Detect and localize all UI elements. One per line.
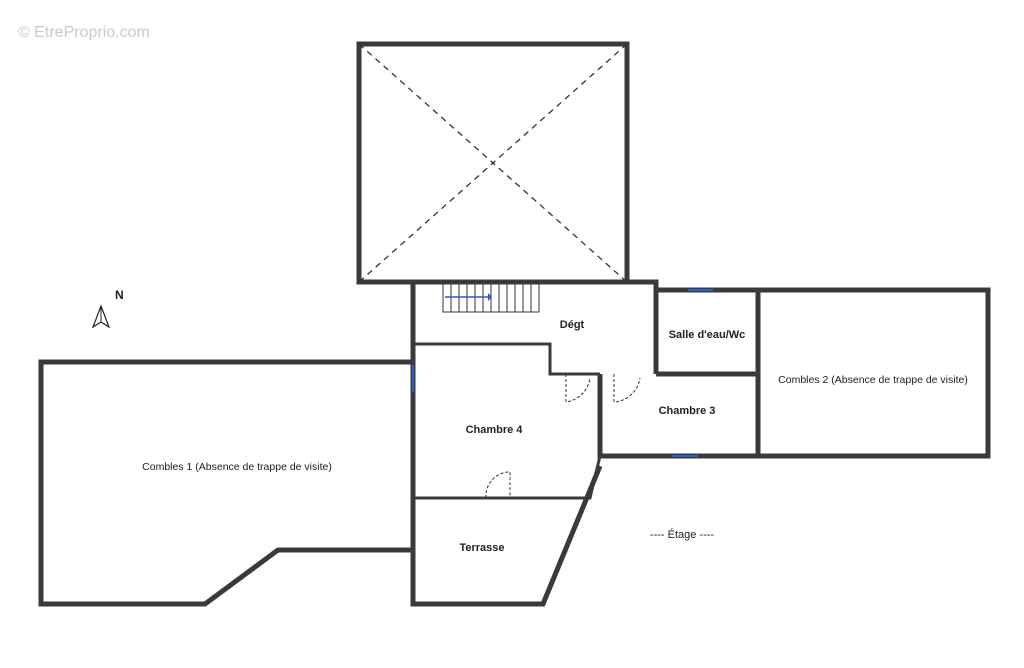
- watermark: © EtreProprio.com: [18, 24, 150, 41]
- compass: N: [91, 288, 124, 329]
- label-terrasse: Terrasse: [459, 542, 504, 554]
- label-floor: ---- Étage ----: [650, 528, 715, 541]
- combles2-walls: [755, 287, 991, 459]
- label-combles1: Combles 1 (Absence de trappe de visite): [142, 461, 332, 473]
- staircase: [442, 281, 540, 313]
- combles1-walls: [38, 359, 413, 607]
- label-chambre4: Chambre 4: [466, 424, 524, 436]
- compass-letter: N: [115, 288, 124, 302]
- label-salle-eau: Salle d'eau/Wc: [669, 329, 746, 341]
- doors: [485, 374, 641, 499]
- degt-walls: [410, 279, 659, 606]
- door-chambre4: [565, 374, 591, 403]
- label-chambre3: Chambre 3: [659, 405, 716, 417]
- void-area: [356, 41, 630, 285]
- label-degt: Dégt: [560, 319, 585, 331]
- terrasse-walls: [410, 465, 603, 607]
- label-combles2: Combles 2 (Absence de trappe de visite): [778, 374, 968, 386]
- door-chambre3: [613, 374, 641, 403]
- door-terrasse: [485, 471, 511, 499]
